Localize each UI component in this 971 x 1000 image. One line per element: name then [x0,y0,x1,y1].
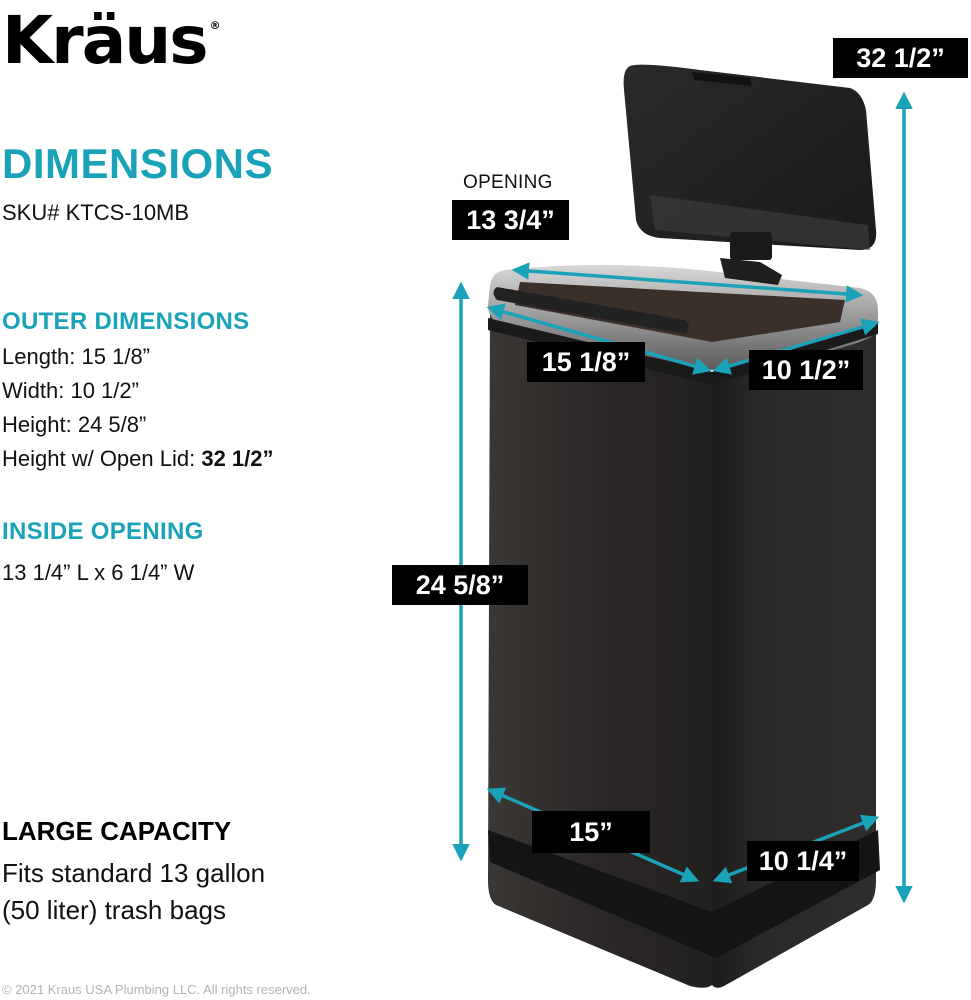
spec-value: 32 1/2” [201,446,274,471]
page-title: DIMENSIONS [2,140,274,187]
capacity-description: Fits standard 13 gallon (50 liter) trash… [2,855,265,929]
spec-value: 24 5/8” [77,412,147,437]
spec-label: Height w/ Open Lid: [2,446,202,471]
dim-label-opening: 13 3/4” [452,200,569,240]
spec-label: Height: [2,412,78,437]
capacity-line-2: (50 liter) trash bags [2,895,226,925]
kraus-logo: Kräus ® [2,8,221,74]
spec-length: Length: 15 1/8” [2,340,274,374]
dim-label-base-length: 15” [532,811,650,853]
spec-height: Height: 24 5/8” [2,408,274,442]
spec-width: Width: 10 1/2” [2,374,274,408]
copyright-notice: © 2021 Kraus USA Plumbing LLC. All right… [2,982,311,997]
capacity-heading: LARGE CAPACITY [2,816,232,846]
spec-height-open-lid: Height w/ Open Lid: 32 1/2” [2,442,274,476]
dim-label-body-height: 24 5/8” [392,565,528,605]
dim-label-base-width: 10 1/4” [747,841,859,881]
spec-label: Width: [2,378,71,403]
inside-opening-heading: INSIDE OPENING [2,518,204,545]
top-width-arrow [712,318,880,375]
spec-value: 10 1/2” [70,378,139,403]
top-length-arrow [486,303,712,375]
registered-mark: ® [209,19,221,32]
opening-diagonal-arrow [511,262,864,303]
outer-dimensions-list: Length: 15 1/8” Width: 10 1/2” Height: 2… [2,340,274,476]
spec-value: 15 1/8” [81,344,151,369]
logo-text: Kräus [2,2,208,79]
inside-opening-value: 13 1/4” L x 6 1/4” W [2,560,195,585]
dim-label-top-length: 15 1/8” [527,342,645,382]
dim-label-height-open-lid: 32 1/2” [833,38,968,78]
dim-label-top-width: 10 1/2” [749,350,863,390]
outer-dimensions-heading: OUTER DIMENSIONS [2,308,250,335]
sku-number: SKU# KTCS-10MB [2,200,190,225]
spec-label: Length: [2,344,82,369]
capacity-line-1: Fits standard 13 gallon [2,858,266,888]
opening-label: OPENING [463,172,553,193]
open-lid [623,64,877,260]
